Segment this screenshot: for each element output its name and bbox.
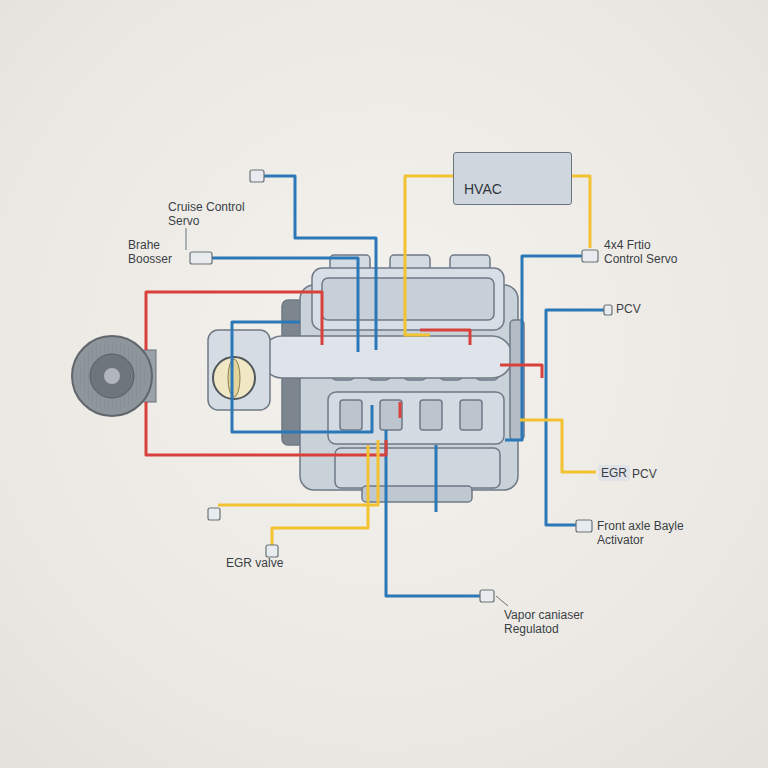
part-label: Front axle Bayle Activator bbox=[597, 519, 707, 547]
part-label: Vapor caniaser Regulatod bbox=[504, 608, 596, 636]
vacuum-hoses bbox=[146, 176, 608, 596]
part-label: PCV bbox=[616, 302, 641, 316]
part-label: PCV bbox=[632, 467, 657, 481]
part-label: 4x4 Frtio Control Servo bbox=[604, 238, 686, 266]
part-label: EGR valve bbox=[226, 556, 283, 570]
part-label: Cruise Control Servo bbox=[168, 200, 260, 228]
throttle-body bbox=[208, 330, 270, 410]
pulley bbox=[72, 336, 156, 416]
leader-lines bbox=[186, 228, 508, 606]
part-label: EGR bbox=[598, 465, 630, 481]
hvac-box: HVAC bbox=[453, 152, 572, 205]
hose-fittings bbox=[190, 170, 612, 602]
node-label: HVAC bbox=[464, 181, 502, 197]
part-label: Brahe Boosser bbox=[128, 238, 184, 266]
